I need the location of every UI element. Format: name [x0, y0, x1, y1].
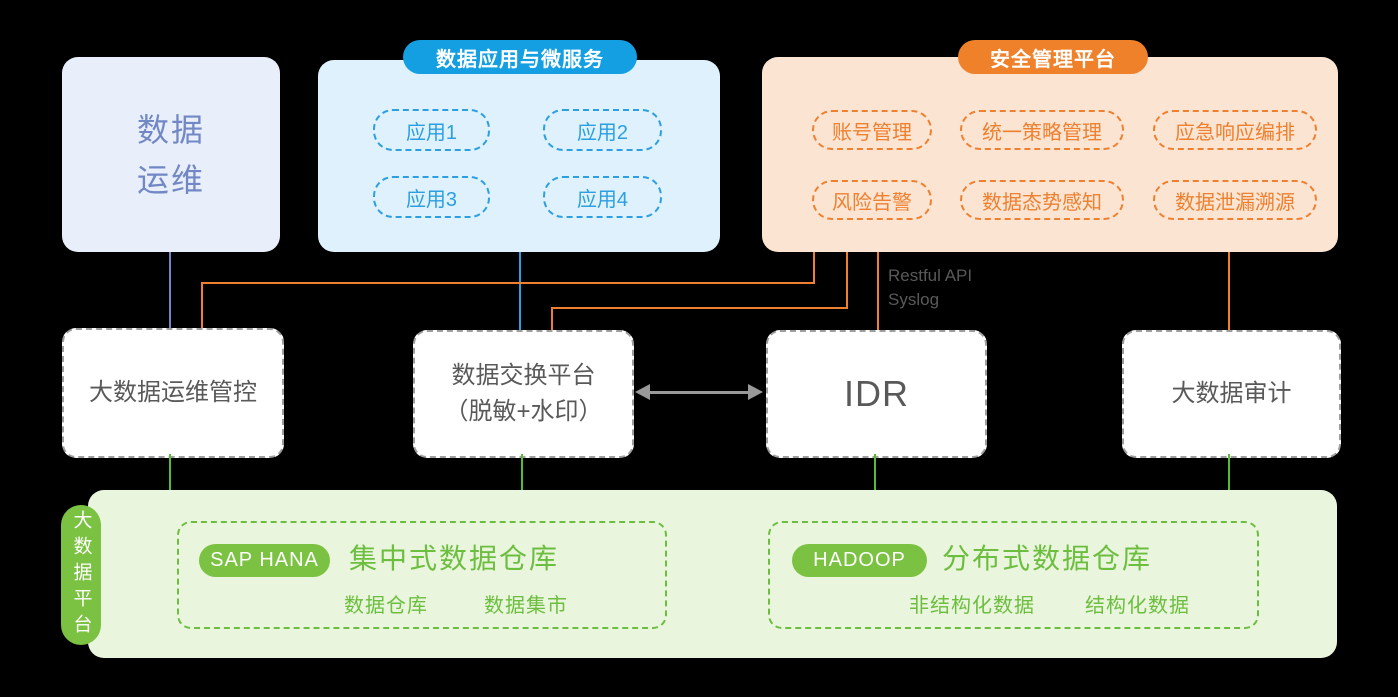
connector-security-to-exchange-horizontal: [551, 307, 848, 309]
bigdata-platform-container: 大数据平台 SAP HANA 集中式数据仓库 数据仓库 数据集市 HADOOP …: [61, 490, 1337, 658]
api-protocol-label: Restful API Syslog: [888, 264, 972, 312]
connector-security-to-idr: [877, 252, 879, 332]
connector-security-stub-2: [846, 252, 848, 309]
connector-exchange-to-platform: [521, 454, 523, 490]
connector-apps-to-exchange: [519, 252, 521, 332]
data-exchange-label-line2: （脱敏+水印）: [444, 398, 603, 425]
security-pill-account-mgmt: 账号管理: [812, 110, 932, 150]
security-platform-container: 安全管理平台 账号管理 统一策略管理 应急响应编排 风险告警 数据态势感知 数据…: [762, 40, 1338, 252]
connector-idr-to-platform: [874, 454, 876, 490]
connector-ops-to-control: [169, 252, 171, 328]
connector-audit-to-platform: [1228, 454, 1230, 490]
centralized-item-warehouse: 数据仓库: [344, 595, 428, 617]
app-services-container: 数据应用与微服务 应用1 应用2 应用3 应用4: [318, 40, 720, 252]
app-pill-4: 应用4: [543, 176, 662, 218]
app-pill-3: 应用3: [373, 176, 490, 218]
security-platform-header: 安全管理平台: [958, 40, 1148, 74]
app-services-header: 数据应用与微服务: [403, 40, 637, 74]
connector-security-to-exchange-drop: [551, 307, 553, 332]
data-exchange-label-line1: 数据交换平台: [451, 362, 596, 389]
idr-box: IDR: [766, 330, 987, 458]
data-ops-label-line2: 运维: [136, 161, 205, 198]
connector-security-to-control-drop: [201, 282, 203, 328]
centralized-warehouse-box: SAP HANA 集中式数据仓库 数据仓库 数据集市: [177, 521, 667, 629]
bigdata-audit-label: 大数据审计: [1171, 380, 1292, 407]
bigdata-audit-box: 大数据审计: [1122, 330, 1341, 458]
security-pill-leak-tracing: 数据泄漏溯源: [1153, 180, 1317, 220]
distributed-warehouse-box: HADOOP 分布式数据仓库 非结构化数据 结构化数据: [768, 521, 1259, 629]
connector-control-to-platform: [169, 454, 171, 490]
api-label-restful: Restful API: [888, 266, 973, 285]
bigdata-platform-side-label: 大数据平台: [61, 505, 101, 645]
app-pill-2: 应用2: [543, 109, 662, 151]
data-ops-box: 数据 运维: [62, 57, 280, 252]
distributed-item-structured: 结构化数据: [1085, 595, 1190, 617]
hadoop-badge: HADOOP: [792, 544, 927, 577]
exchange-idr-arrow-shaft: [648, 391, 750, 394]
security-pill-situation-awareness: 数据态势感知: [960, 180, 1124, 220]
bigdata-ops-control-label: 大数据运维管控: [89, 379, 257, 406]
security-pill-risk-alert: 风险告警: [812, 180, 932, 220]
connector-security-stub-1: [813, 252, 815, 283]
data-ops-label-line1: 数据: [136, 111, 205, 148]
arrow-head-left-icon: [635, 384, 650, 400]
security-pill-policy-mgmt: 统一策略管理: [960, 110, 1124, 150]
security-pill-incident-response: 应急响应编排: [1153, 110, 1317, 150]
distributed-warehouse-title: 分布式数据仓库: [942, 543, 1153, 574]
connector-security-to-control-horizontal: [201, 282, 815, 284]
app-pill-1: 应用1: [373, 109, 490, 151]
centralized-warehouse-title: 集中式数据仓库: [349, 543, 560, 574]
connector-security-to-audit: [1228, 252, 1230, 332]
arrow-head-right-icon: [748, 384, 763, 400]
data-exchange-box: 数据交换平台 （脱敏+水印）: [413, 330, 634, 458]
bigdata-ops-control-box: 大数据运维管控: [62, 328, 284, 458]
distributed-item-unstructured: 非结构化数据: [909, 595, 1035, 617]
idr-label: IDR: [844, 373, 909, 414]
centralized-item-mart: 数据集市: [484, 595, 568, 617]
sap-hana-badge: SAP HANA: [199, 544, 330, 577]
api-label-syslog: Syslog: [888, 290, 940, 309]
